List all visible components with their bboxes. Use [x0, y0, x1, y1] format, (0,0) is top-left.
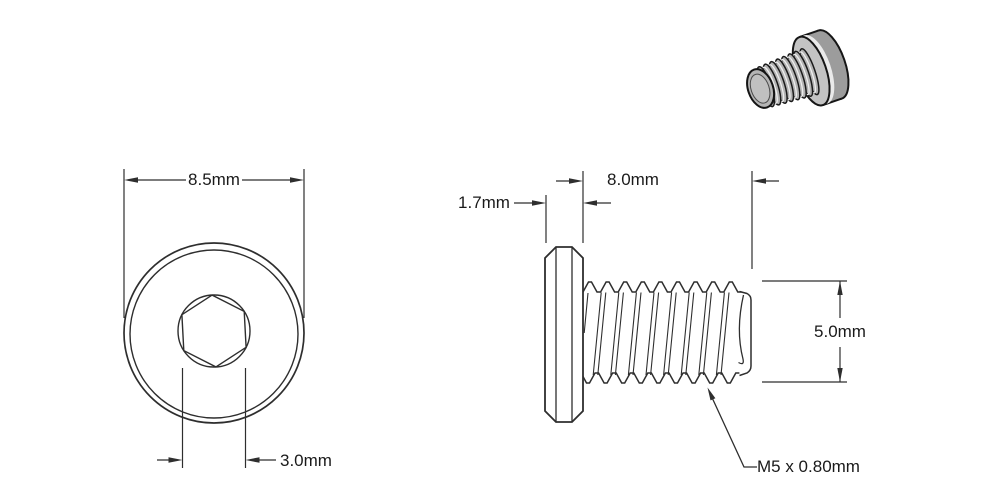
socket-circle — [177, 294, 251, 368]
dim-label-thread-diameter: 5.0mm — [812, 322, 868, 341]
render-tip-inner — [749, 73, 771, 104]
dim-label-head-thickness: 1.7mm — [458, 193, 510, 212]
arrowhead — [837, 281, 843, 295]
thread-end-chamfer — [739, 290, 752, 377]
head-outer-circle — [123, 242, 305, 424]
thread-runout-curve — [738, 294, 745, 365]
dim-label-head-diameter: 8.5mm — [188, 170, 240, 189]
arrowhead — [707, 387, 716, 401]
dim-thread-length — [556, 171, 779, 269]
arrowhead — [837, 368, 843, 382]
front-view — [123, 242, 305, 424]
arrowhead — [290, 177, 304, 183]
thread-lines — [582, 281, 742, 384]
dim-thread-diameter — [762, 280, 847, 383]
dim-label-thread-spec: M5 x 0.80mm — [757, 457, 860, 476]
arrowhead — [245, 457, 260, 463]
screw-head-profile — [544, 246, 584, 423]
dim-head-diameter — [123, 169, 305, 318]
arrowhead — [569, 178, 583, 184]
arrowhead — [583, 200, 597, 206]
dim-socket-width — [157, 368, 276, 468]
dim-label-thread-length: 8.0mm — [607, 170, 659, 189]
hex-socket — [181, 294, 247, 368]
dim-head-thickness — [514, 195, 611, 243]
iso-render — [746, 29, 850, 109]
arrowhead — [532, 200, 546, 206]
leader-thread-spec — [707, 387, 757, 468]
arrowhead — [124, 177, 138, 183]
side-view — [544, 246, 752, 423]
dim-label-socket-width: 3.0mm — [280, 451, 332, 470]
arrowhead — [168, 457, 183, 463]
arrowhead — [752, 178, 766, 184]
render-thread-rings — [755, 48, 820, 108]
head-chamfer-circle — [129, 249, 299, 419]
screw-head-chamfer-lines — [555, 247, 573, 422]
